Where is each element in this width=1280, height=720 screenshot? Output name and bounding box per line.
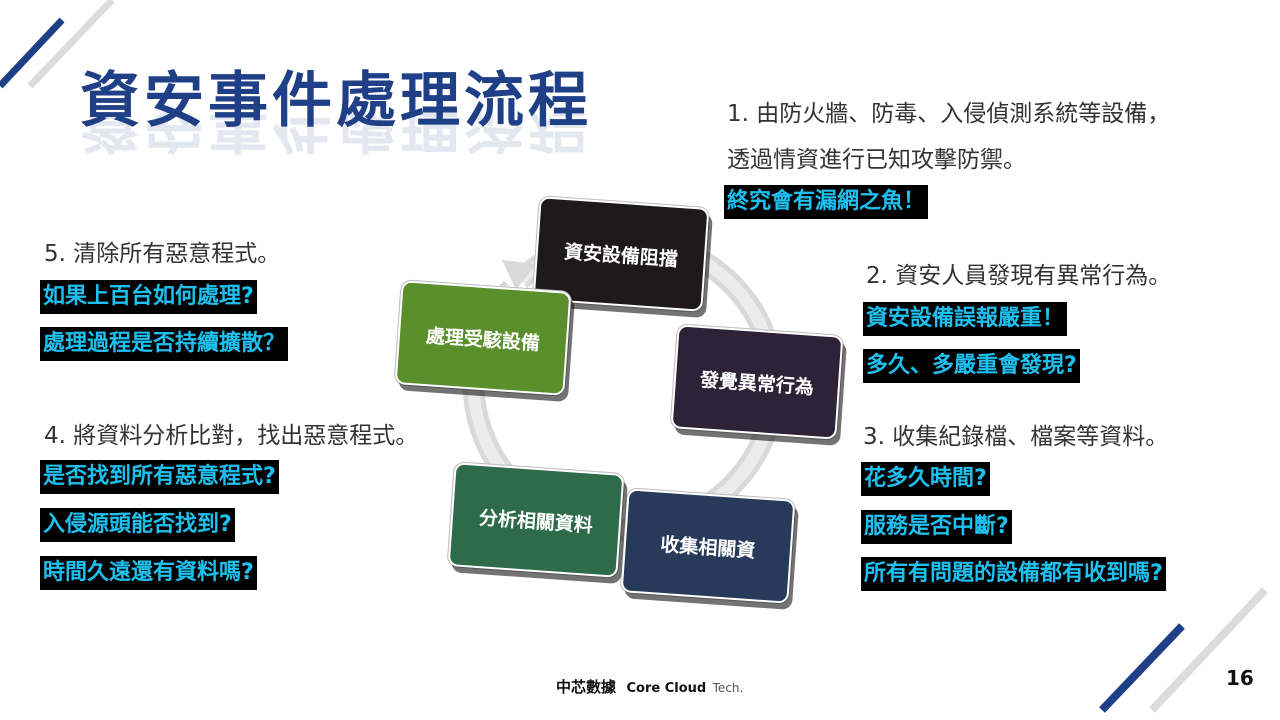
cycle-step-2-label: 發覺異常行為 xyxy=(699,368,815,399)
footer-brand-suffix: Tech. xyxy=(712,681,744,695)
note-2-highlight-2: 多久、多嚴重會發現? xyxy=(863,349,1080,383)
note-3-highlight-3: 所有有問題的設備都有收到嗎? xyxy=(861,557,1166,591)
note-3-highlight-1: 花多久時間? xyxy=(861,462,990,496)
note-2-line-1: 2. 資安人員發現有異常行為。 xyxy=(866,263,1172,289)
note-4-highlight-1: 是否找到所有惡意程式? xyxy=(40,460,279,494)
note-3-line-1: 3. 收集紀錄檔、檔案等資料。 xyxy=(863,424,1169,450)
bottom-right-decoration xyxy=(1099,587,1268,713)
cycle-arrowhead xyxy=(502,260,536,290)
page-number: 16 xyxy=(1226,666,1254,690)
footer-brand-en: Core Cloud xyxy=(626,681,707,696)
cycle-step-1-label: 資安設備阻擋 xyxy=(563,240,679,271)
note-1-line-2: 透過情資進行已知攻擊防禦。 xyxy=(727,147,1026,173)
page-title-reflection: 資安事件處理流程 xyxy=(80,112,592,158)
cycle-step-5: 處理受駭設備 xyxy=(394,280,572,396)
footer-brand: 中芯數據 Core Cloud Tech. xyxy=(556,676,743,697)
note-5-highlight-2: 處理過程是否持續擴散？ xyxy=(40,327,289,361)
cycle-step-3-label: 收集相關資 xyxy=(659,533,757,562)
cycle-step-5-label: 處理受駭設備 xyxy=(425,324,541,355)
footer-brand-cn: 中芯數據 xyxy=(556,678,617,696)
note-2-highlight-1: 資安設備誤報嚴重！ xyxy=(863,302,1068,336)
cycle-step-4-label: 分析相關資料 xyxy=(478,506,594,537)
note-4-highlight-3: 時間久遠還有資料嗎? xyxy=(40,556,257,590)
page-title: 資安事件處理流程 xyxy=(80,66,592,136)
note-5-highlight-1: 如果上百台如何處理? xyxy=(40,280,257,314)
note-4-line-1: 4. 將資料分析比對，找出惡意程式。 xyxy=(44,423,419,449)
cycle-step-4: 分析相關資料 xyxy=(447,462,625,578)
note-1-highlight-1: 終究會有漏網之魚！ xyxy=(724,185,929,219)
top-left-decoration xyxy=(0,0,115,89)
note-4-highlight-2: 入侵源頭能否找到? xyxy=(40,508,235,542)
note-5-line-1: 5. 清除所有惡意程式。 xyxy=(44,241,281,267)
note-3-highlight-2: 服務是否中斷? xyxy=(861,510,1012,544)
cycle-step-2: 發覺異常行為 xyxy=(670,324,844,440)
note-1-line-1: 1. 由防火牆、防毒、入侵偵測系統等設備， xyxy=(727,101,1171,127)
cycle-step-3: 收集相關資 xyxy=(620,488,796,604)
